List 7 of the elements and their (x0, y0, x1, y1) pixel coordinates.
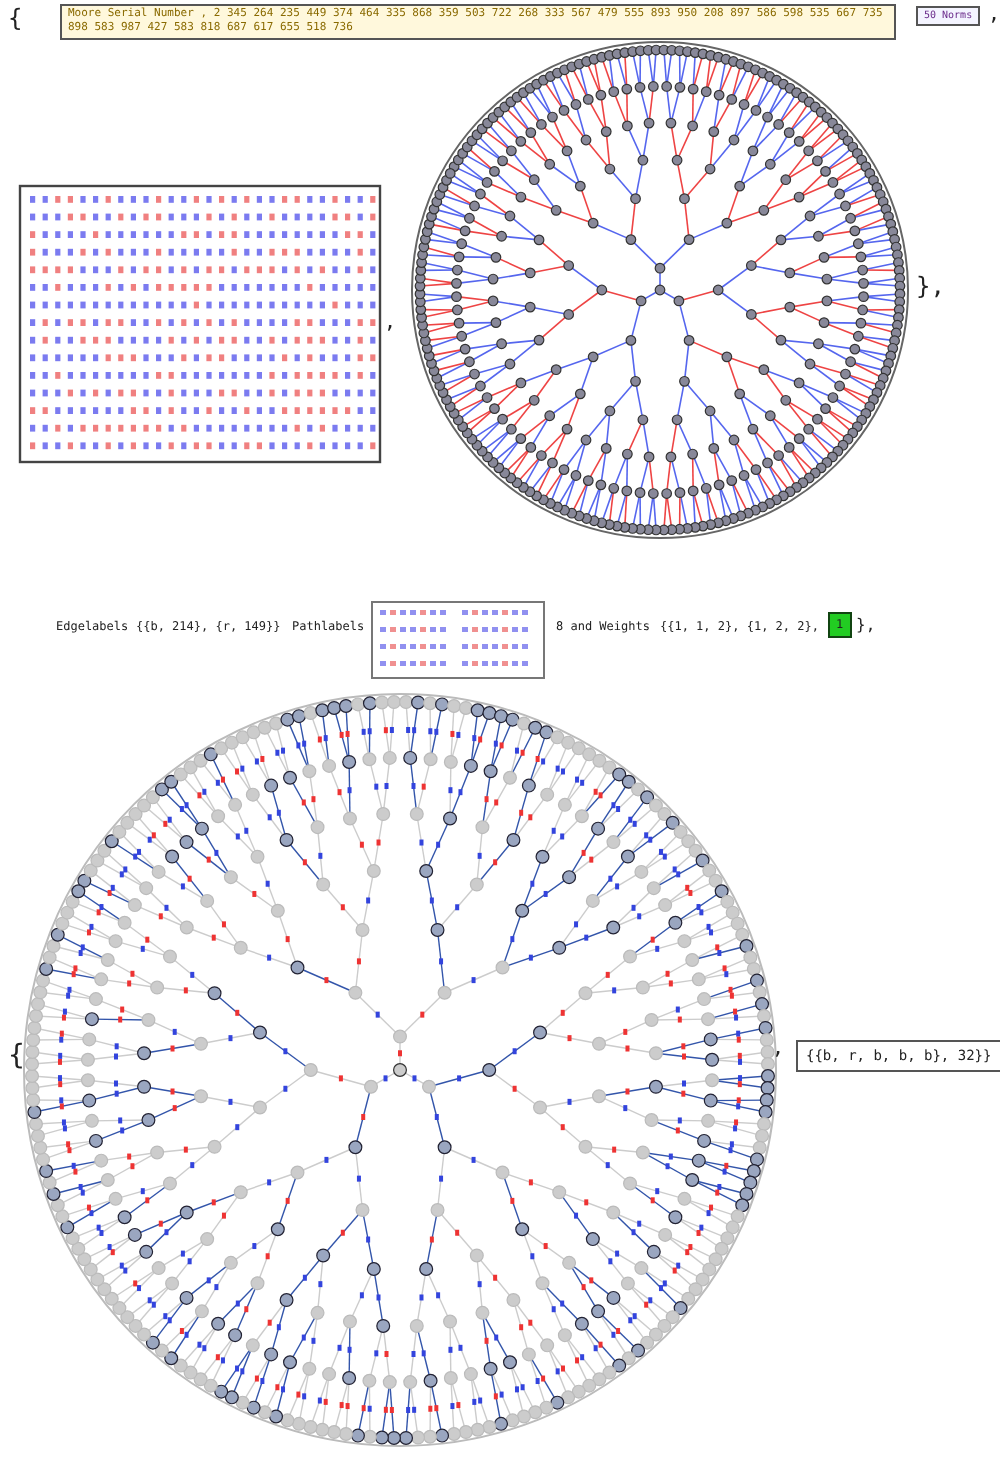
comma: , (384, 312, 397, 334)
comma: , (772, 1038, 785, 1060)
closing-brace: }, (856, 616, 876, 634)
comma: , (988, 4, 1000, 26)
closing-brace: }, (916, 272, 945, 300)
brace: { (8, 4, 23, 32)
brace: { (8, 1040, 25, 1072)
